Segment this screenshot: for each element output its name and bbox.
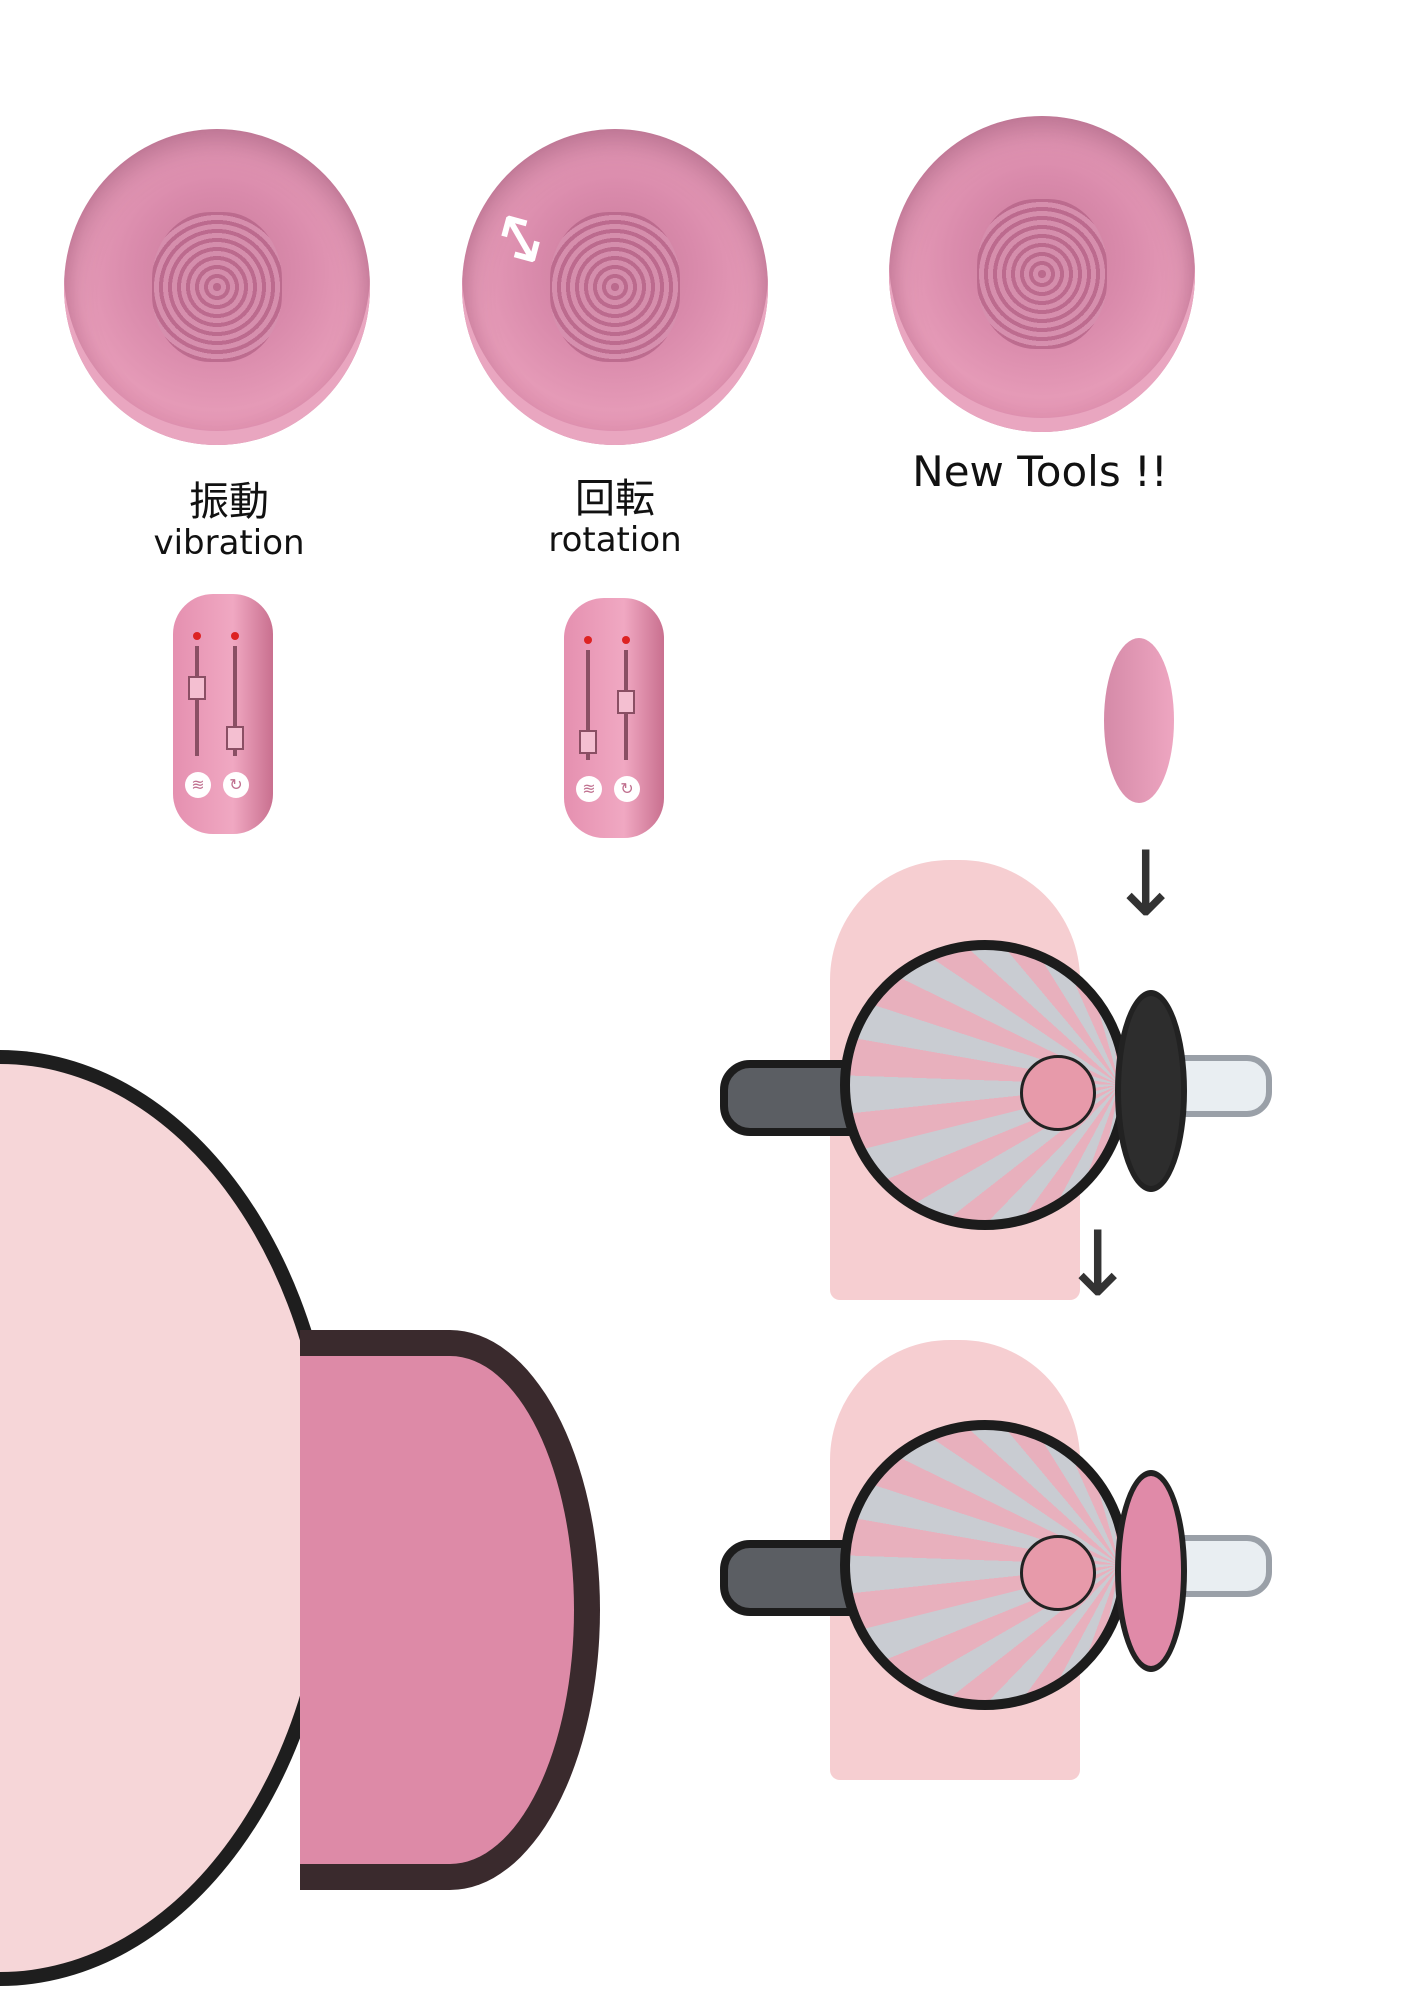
vibration-label: 振動 vibration xyxy=(153,480,304,562)
vibration-cup-illustration xyxy=(64,129,370,445)
device-lid-open xyxy=(1115,990,1187,1192)
rotation-label-en: rotation xyxy=(548,520,682,560)
vibration-label-jp: 振動 xyxy=(189,479,269,525)
slider-track xyxy=(226,646,244,756)
led-indicator xyxy=(584,636,592,644)
large-closeup-shape xyxy=(0,1050,340,1986)
device-center xyxy=(1020,1055,1096,1131)
vibration-wave-icon: ≋ xyxy=(185,772,211,798)
vibration-remote-illustration: ≋ ↻ xyxy=(173,594,273,834)
side-view-cup-illustration xyxy=(1104,638,1174,803)
cup-pad xyxy=(550,212,680,362)
new-tool-cup-illustration xyxy=(889,116,1195,432)
rotation-remote-illustration: ≋ ↻ xyxy=(564,598,664,838)
device-assembly-closed xyxy=(720,1340,1280,1780)
vibration-wave-icon: ≋ xyxy=(576,776,602,802)
slider-track xyxy=(188,646,206,756)
slider-knob xyxy=(226,726,244,750)
led-indicator xyxy=(193,632,201,640)
led-indicator xyxy=(231,632,239,640)
large-cup-closeup xyxy=(300,1330,600,1890)
led-indicator xyxy=(622,636,630,644)
down-arrow-icon: ↓ xyxy=(1060,1212,1136,1317)
cup-pad xyxy=(152,212,282,362)
rotate-icon: ↻ xyxy=(223,772,249,798)
slider-knob xyxy=(188,676,206,700)
rotate-icon: ↻ xyxy=(614,776,640,802)
device-center xyxy=(1020,1535,1096,1611)
device-lid-with-cup xyxy=(1115,1470,1187,1672)
rotation-label: 回転 rotation xyxy=(548,477,681,559)
rotation-label-jp: 回転 xyxy=(574,476,655,522)
down-arrow-icon: ↓ xyxy=(1108,832,1184,937)
vibration-label-en: vibration xyxy=(153,523,305,563)
device-assembly-open xyxy=(720,860,1280,1300)
slider-track xyxy=(617,650,635,760)
slider-knob xyxy=(579,730,597,754)
slider-track xyxy=(579,650,597,760)
slider-knob xyxy=(617,690,635,714)
rotation-cup-illustration: ↕ xyxy=(462,129,768,445)
cup-pad xyxy=(977,199,1107,349)
new-tools-caption: New Tools !! xyxy=(912,447,1168,496)
